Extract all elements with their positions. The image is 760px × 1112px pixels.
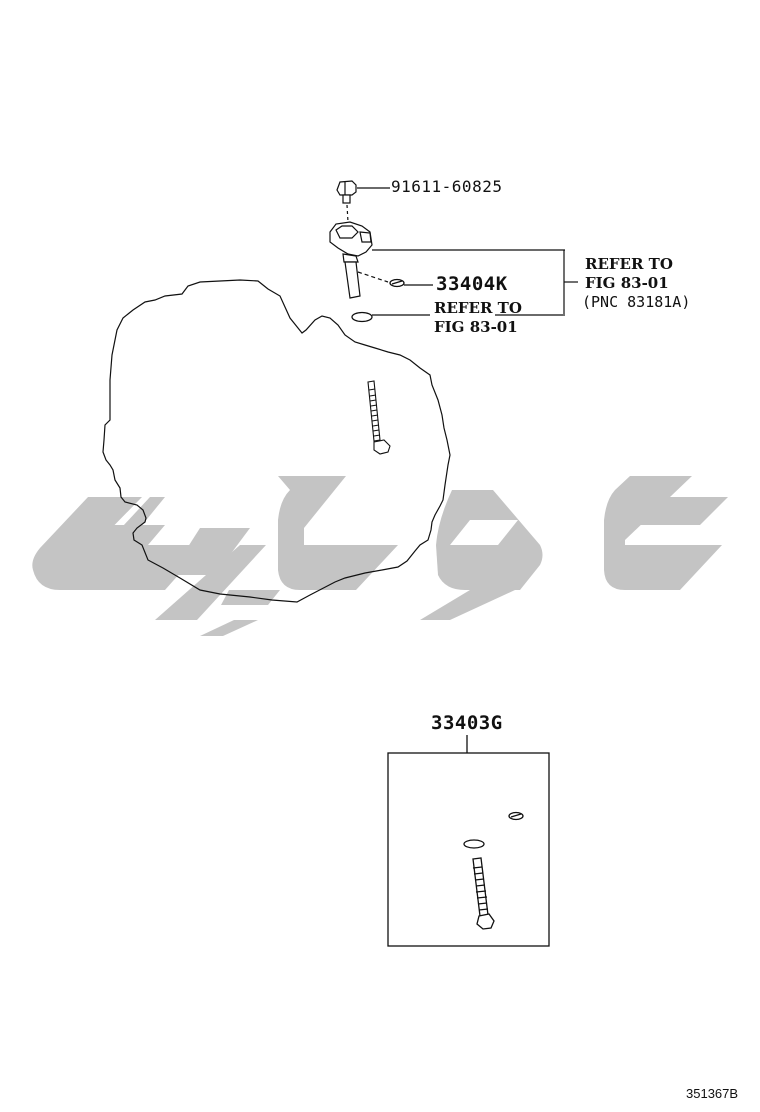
o-ring — [351, 311, 430, 323]
reference-oring-line1: REFER TO — [434, 299, 522, 317]
clip-33404K — [389, 278, 433, 288]
kit-box-33403G — [387, 735, 550, 947]
housing-outline — [102, 279, 451, 603]
watermark-logo — [32, 476, 728, 636]
reference-sensor-line2: FIG 83-01 — [585, 274, 669, 292]
reference-oring-line2: FIG 83-01 — [434, 318, 518, 336]
part-number-kit: 33403G — [431, 712, 503, 734]
part-number-bolt: 91611-60825 — [391, 177, 503, 196]
speed-sensor — [329, 221, 565, 299]
reference-sensor-line3: (PNC 83181A) — [582, 293, 691, 311]
part-number-clip: 33404K — [436, 273, 508, 295]
reference-bracket — [495, 250, 578, 316]
bolt-91611-60825 — [336, 180, 390, 223]
driven-gear — [367, 380, 391, 455]
reference-sensor-line1: REFER TO — [585, 255, 673, 273]
figure-id: 351367B — [686, 1086, 739, 1101]
